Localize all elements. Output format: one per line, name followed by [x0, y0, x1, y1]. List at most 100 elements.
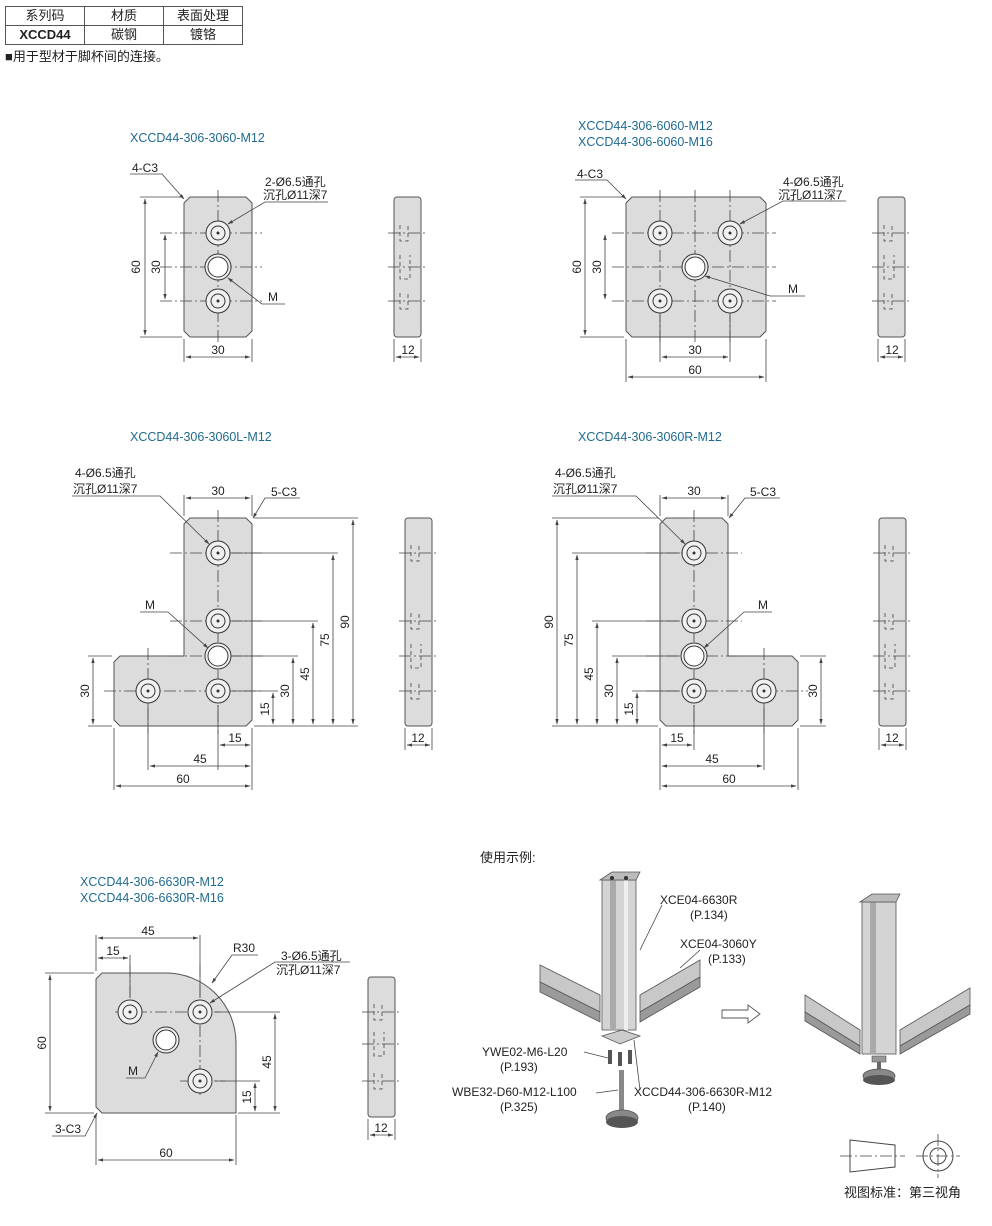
right-arrow-icon [721, 1004, 761, 1024]
d4-plate [659, 517, 799, 727]
d2-thread-label: M [788, 282, 798, 296]
d2-title-1: XCCD44-306-6060-M12 [578, 119, 713, 133]
label-wbe32-page: (P.325) [500, 1100, 538, 1114]
d1-dim-width: 30 [211, 343, 225, 357]
d2-dim-pitch-h: 30 [688, 343, 702, 357]
d3-counterbore-hole [205, 678, 231, 704]
d3-title: XCCD44-306-3060L-M12 [130, 430, 272, 444]
d4-dim-30: 30 [602, 684, 616, 698]
d5-dim-top45: 45 [141, 924, 155, 938]
d1-chamfer-label: 4-C3 [132, 161, 158, 175]
drawing-6630R: XCCD44-306-6630R-M12 XCCD44-306-6630R-M1… [35, 875, 402, 1165]
d4-dim-90: 90 [542, 615, 556, 629]
spec-material: 碳钢 [84, 25, 164, 45]
d4-dim-b60: 60 [722, 772, 736, 786]
d4-counterbore-label: 沉孔Ø11深7 [553, 482, 618, 496]
d3-dim-45: 45 [298, 667, 312, 681]
d3-dim-15: 15 [258, 702, 272, 716]
d2-counterbore-hole [717, 220, 743, 246]
d3-thread-hole [204, 642, 232, 670]
d3-thread-label: M [145, 598, 155, 612]
d3-dim-left: 30 [78, 684, 92, 698]
d1-dim-height: 60 [129, 260, 143, 274]
d4-dim-75: 75 [562, 633, 576, 647]
d2-dim-pitch: 30 [590, 260, 604, 274]
d3-hole-label: 4-Ø6.5通孔 [75, 466, 136, 480]
d2-counterbore-hole [717, 288, 743, 314]
example-title: 使用示例: [480, 850, 536, 865]
d2-counterbore-hole [647, 220, 673, 246]
d1-title: XCCD44-306-3060-M12 [130, 131, 265, 145]
d5-thread-hole [152, 1026, 180, 1054]
drawing-3060: XCCD44-306-3060-M12 4-C3 2-Ø6.5通孔 沉孔Ø11深… [129, 131, 428, 362]
d4-dim-top: 30 [687, 484, 701, 498]
usage-example: 使用示例: [452, 850, 971, 1128]
d4-dim-15: 15 [622, 702, 636, 716]
label-wbe32: WBE32-D60-M12-L100 [452, 1085, 577, 1099]
d5-dim-thickness: 12 [374, 1121, 388, 1135]
label-xccd44-6630r: XCCD44-306-6630R-M12 [634, 1085, 772, 1099]
d3-dim-b60: 60 [176, 772, 190, 786]
d3-side-view [404, 517, 433, 727]
d5-counterbore-hole [187, 999, 213, 1025]
d3-counterbore-label: 沉孔Ø11深7 [73, 482, 138, 496]
drawing-3060R: XCCD44-306-3060R-M12 4-Ø6.5通孔 沉孔Ø11深7 5-… [542, 430, 913, 790]
d5-dim-h15: 15 [240, 1090, 254, 1104]
d5-dim-height: 60 [35, 1036, 49, 1050]
d3-dim-b45: 45 [193, 752, 207, 766]
spec-finish: 镀铬 [163, 25, 243, 45]
assembled-illustration [804, 893, 971, 1085]
d5-counterbore-hole [117, 999, 143, 1025]
d4-dim-right: 30 [806, 684, 820, 698]
d2-title-2: XCCD44-306-6060-M16 [578, 135, 713, 149]
d1-hole-label: 2-Ø6.5通孔 [265, 175, 326, 189]
drawing-6060: XCCD44-306-6060-M12 XCCD44-306-6060-M16 … [570, 119, 912, 382]
d5-radius-label: R30 [233, 941, 255, 955]
d4-dim-thickness: 12 [885, 731, 899, 745]
d4-counterbore-hole [681, 540, 707, 566]
d4-chamfer-label: 5-C3 [750, 485, 776, 499]
label-ywe02-page: (P.193) [500, 1060, 538, 1074]
d4-thread-label: M [758, 598, 768, 612]
d1-thread-hole [204, 253, 232, 281]
d5-thread-label: M [128, 1064, 138, 1078]
d3-dim-30: 30 [278, 684, 292, 698]
d2-counterbore-label: 沉孔Ø11深7 [778, 188, 843, 202]
d2-counterbore-hole [647, 288, 673, 314]
d3-plate [113, 517, 253, 727]
label-xce04-3060y-page: (P.133) [708, 952, 746, 966]
third-angle-projection-icon [840, 1134, 960, 1178]
d3-dim-90: 90 [338, 615, 352, 629]
d4-title: XCCD44-306-3060R-M12 [578, 430, 722, 444]
d2-chamfer-label: 4-C3 [577, 167, 603, 181]
label-xce04-6630r: XCE04-6630R [660, 893, 738, 907]
d1-counterbore-hole [205, 220, 231, 246]
assembly-illustration [539, 871, 701, 1128]
d4-dim-b45: 45 [705, 752, 719, 766]
d2-hole-label: 4-Ø6.5通孔 [783, 175, 844, 189]
d3-dim-top: 30 [211, 484, 225, 498]
usage-note: ■用于型材于脚杯间的连接。 [5, 49, 169, 64]
d1-dim-thickness: 12 [401, 343, 415, 357]
d1-thread-label: M [268, 290, 278, 304]
d1-dim-pitch: 30 [149, 260, 163, 274]
d4-counterbore-hole [681, 678, 707, 704]
d3-chamfer-label: 5-C3 [271, 485, 297, 499]
d4-dim-45: 45 [582, 667, 596, 681]
d5-counterbore-hole [187, 1068, 213, 1094]
spec-data-row: XCCD44 碳钢 镀铬 [5, 25, 243, 45]
d5-counterbore-label: 沉孔Ø11深7 [276, 963, 341, 977]
d5-dim-top15: 15 [106, 944, 120, 958]
d2-dim-width: 60 [688, 363, 702, 377]
d5-dim-width: 60 [159, 1146, 173, 1160]
d4-dim-b15: 15 [670, 731, 684, 745]
d4-side-view [878, 517, 907, 727]
d5-dim-h45: 45 [260, 1055, 274, 1069]
label-xccd44-6630r-page: (P.140) [688, 1100, 726, 1114]
d3-counterbore-hole [205, 540, 231, 566]
label-xce04-6630r-page: (P.134) [690, 908, 728, 922]
d2-thread-hole [681, 253, 709, 281]
d5-title-2: XCCD44-306-6630R-M16 [80, 891, 224, 905]
label-ywe02: YWE02-M6-L20 [482, 1045, 568, 1059]
